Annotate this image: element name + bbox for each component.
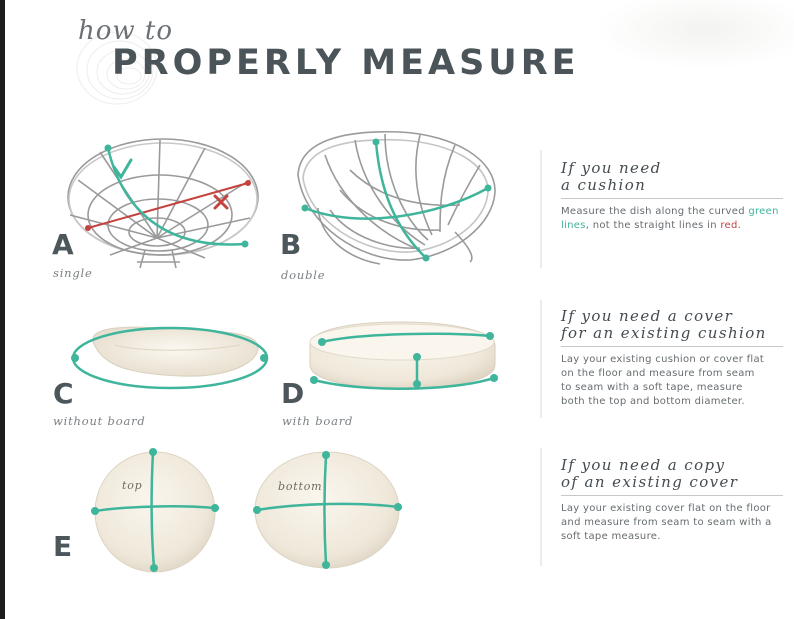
chair-b-green-line-horizontal [304,186,489,220]
heading-rule [561,198,783,199]
divider-3 [540,448,542,566]
letter-d: D [281,377,305,410]
divider-2 [540,300,542,418]
instruction-copy-existing-cover: If you need a copy of an existing cover … [561,457,786,544]
title-properly-measure: PROPERLY MEASURE [112,43,580,83]
label-bottom: bottom [278,480,322,493]
heading-cover: If you need a cover for an existing cush… [561,307,767,342]
label-without-board: without board [53,414,146,428]
label-with-board: with board [282,414,354,428]
chair-a-single-dish [67,138,259,269]
heading-rule [561,495,783,496]
heading-copy: If you need a copy of an existing cover [561,456,739,491]
left-edge-bar [0,0,5,619]
letter-c: C [53,377,74,410]
label-top: top [122,479,143,492]
text-cover: Lay your existing cushion or cover flat … [561,354,765,407]
chair-b-double-dish [297,130,496,265]
text-cushion: Measure the dish along the curved green … [561,206,779,231]
background-smudge [594,0,794,70]
cushion-d-board [309,321,498,390]
letter-b: B [280,228,302,261]
cover-e-bottom: bottom [253,451,402,569]
chair-a-straight-red-line [87,182,249,229]
label-single: single [53,266,93,280]
text-green-lines: green lines [561,206,779,231]
instruction-cushion: If you need a cushion Measure the dish a… [561,160,786,233]
chair-b-green-line-vertical [374,141,427,259]
heading-rule [561,346,783,347]
letter-e: E [53,530,73,563]
illustrations: top bottom [67,130,498,573]
cushion-c-pillow [71,326,269,390]
instruction-cover-existing-cushion: If you need a cover for an existing cush… [561,308,786,409]
cover-e-top: top [91,448,219,573]
check-mark-icon [112,158,133,180]
label-double: double [281,268,326,282]
divider-1 [540,150,542,268]
cross-mark-icon [213,194,229,210]
text-copy: Lay your existing cover flat on the floo… [561,503,772,542]
text-red: red [720,220,738,231]
heading-cushion: If you need a cushion [561,159,662,194]
letter-a: A [52,228,74,261]
title-swirl-decoration [76,31,158,105]
title-how-to: how to [78,16,174,46]
